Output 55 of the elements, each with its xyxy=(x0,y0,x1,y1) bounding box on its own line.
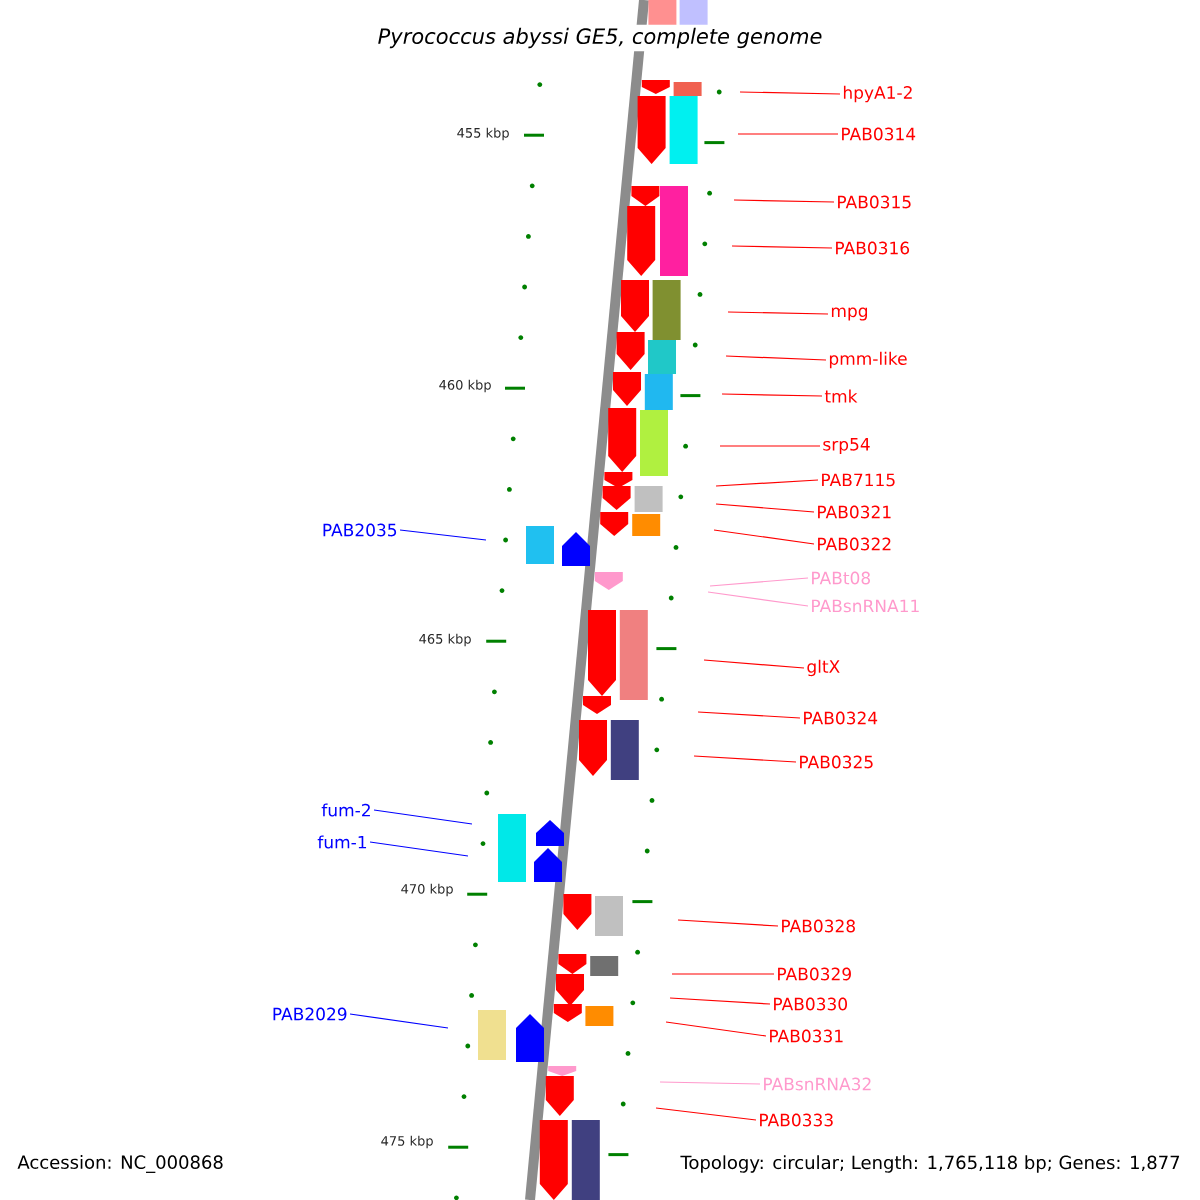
leader-line xyxy=(719,445,821,447)
gene-label: PAB0322 xyxy=(818,537,891,551)
leader-line xyxy=(655,1107,757,1121)
accession-text: Accession: NC_000868 xyxy=(14,1152,227,1176)
leader-line xyxy=(349,1013,449,1029)
gene-label: PAB0324 xyxy=(804,711,878,725)
leader-line xyxy=(709,577,809,587)
gene-label: hpyA1-2 xyxy=(843,85,912,103)
leader-line xyxy=(399,529,487,541)
leader-line xyxy=(731,245,833,249)
gene-label: gltX xyxy=(807,659,840,677)
gene-label: PAB0328 xyxy=(782,919,855,933)
gene-label: PABsnRNA11 xyxy=(812,599,919,613)
leader-line xyxy=(713,529,815,545)
leader-line xyxy=(659,1081,761,1085)
leader-line xyxy=(733,199,835,203)
gene-label: PAB0321 xyxy=(818,505,891,519)
gene-label: tmk xyxy=(824,389,858,403)
gene-label: PABt08 xyxy=(812,571,870,585)
leader-line xyxy=(697,711,801,719)
gene-label: fum-1 xyxy=(317,835,367,849)
gene-label: PAB0329 xyxy=(778,967,851,981)
leader-line xyxy=(677,919,779,927)
gene-label: PAB0330 xyxy=(774,997,847,1011)
title: Pyrococcus abyssi GE5, complete genome xyxy=(374,24,826,52)
gene-label: pmm-like xyxy=(829,351,907,369)
leader-line xyxy=(665,1021,767,1037)
leader-line xyxy=(693,755,797,763)
gene-label: PAB2029 xyxy=(273,1007,347,1021)
leader-line xyxy=(707,591,809,607)
leader-line xyxy=(739,91,841,95)
gene-label: PAB0325 xyxy=(800,755,873,769)
leader-line xyxy=(703,659,805,669)
leader-line xyxy=(373,809,473,825)
leader-line xyxy=(369,841,469,857)
gene-label: PAB0316 xyxy=(836,241,910,255)
gene-label: srp54 xyxy=(823,438,870,454)
leader-line xyxy=(725,355,827,361)
leader-line xyxy=(727,311,829,315)
leader-line xyxy=(669,997,771,1005)
gene-label: PAB0315 xyxy=(838,195,911,209)
genome-info-text: Topology: circular; Length: 1,765,118 bp; Genes: 1,877 xyxy=(677,1152,1184,1176)
leader-line xyxy=(671,973,775,975)
gene-label: fum-2 xyxy=(321,803,370,817)
leader-line xyxy=(721,393,823,397)
gene-label: PAB2035 xyxy=(323,523,397,537)
gene-label: PAB7115 xyxy=(822,473,895,487)
gene-label: PAB0331 xyxy=(770,1029,843,1043)
gene-label: PABsnRNA32 xyxy=(764,1077,871,1091)
gene-label: PAB0333 xyxy=(760,1113,833,1127)
gene-label: mpg xyxy=(831,307,867,321)
leader-line xyxy=(737,133,839,135)
gene-label: PAB0314 xyxy=(842,127,916,141)
leader-line xyxy=(715,479,819,487)
leader-line xyxy=(715,503,815,513)
